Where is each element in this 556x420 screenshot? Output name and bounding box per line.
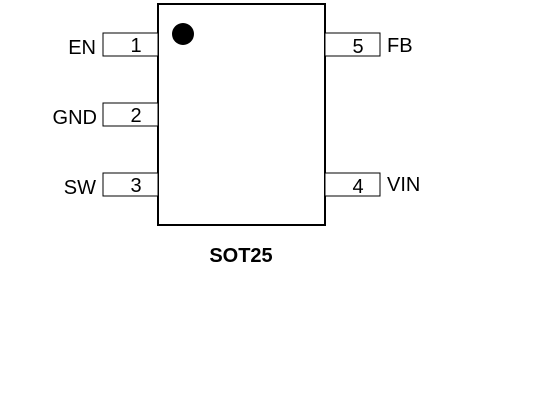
pin-3-name: SW (64, 177, 96, 199)
pin-1-lead (102, 32, 159, 57)
pin-4-lead (324, 172, 381, 197)
pin-1: 1 EN (68, 32, 159, 59)
pin-5-lead (324, 32, 381, 57)
pin-2: 2 GND (53, 102, 159, 129)
pin-4-name: VIN (387, 174, 420, 196)
pin1-indicator-dot (172, 23, 194, 45)
pin-3: 3 SW (64, 172, 159, 199)
pin-2-lead (102, 102, 159, 127)
pin-4: 4 VIN (324, 172, 420, 198)
pin-5-name: FB (387, 35, 413, 57)
pin-1-number: 1 (130, 35, 141, 57)
package-label: SOT25 (209, 245, 272, 267)
pin-4-number: 4 (352, 176, 363, 198)
pin-5: 5 FB (324, 32, 413, 58)
pin-5-number: 5 (352, 36, 363, 58)
pin-2-name: GND (53, 107, 97, 129)
pin-1-name: EN (68, 37, 96, 59)
pin-2-number: 2 (130, 105, 141, 127)
pin-3-lead (102, 172, 159, 197)
pin-3-number: 3 (130, 175, 141, 197)
